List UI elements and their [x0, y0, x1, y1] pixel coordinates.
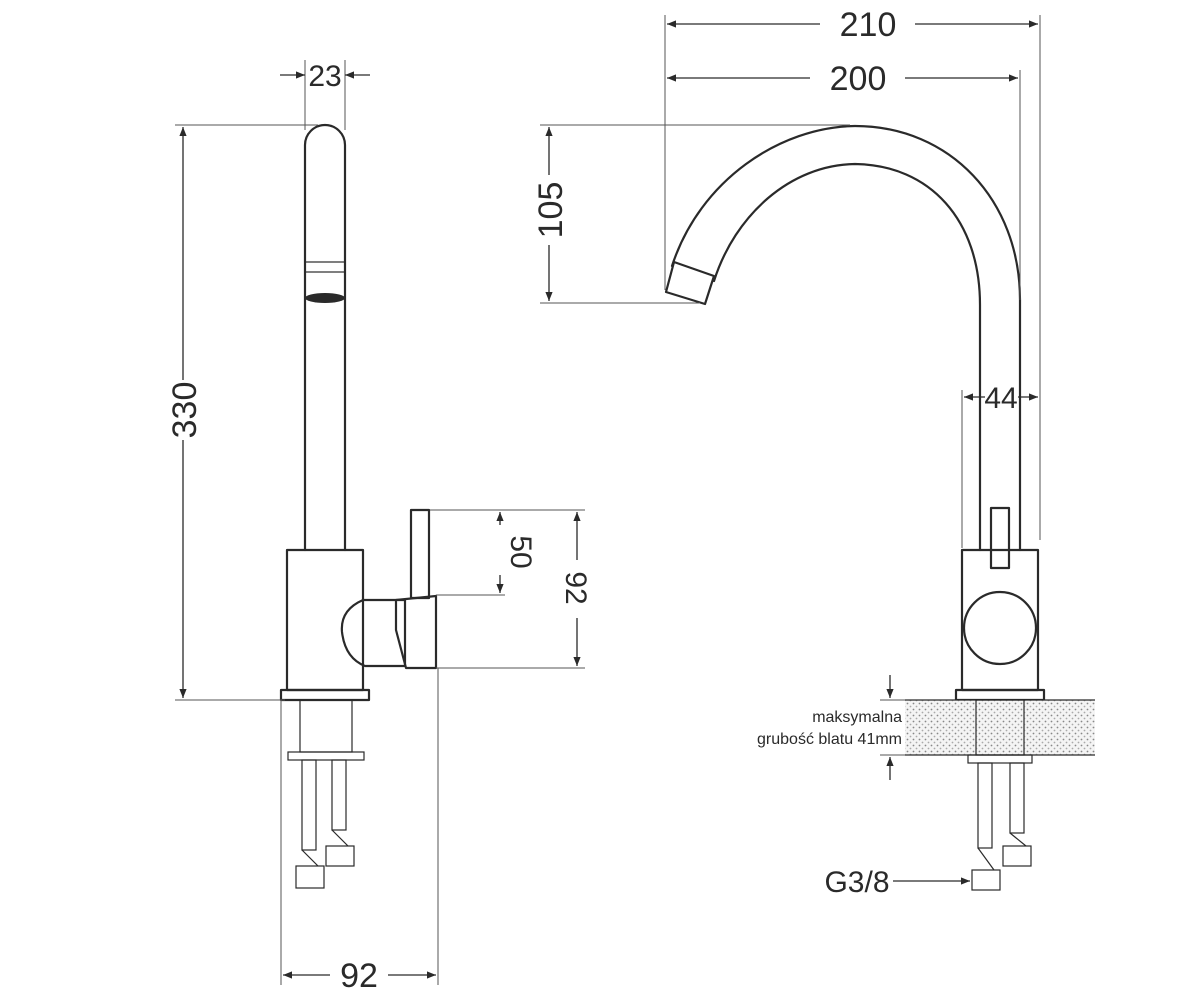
- dim-reach-outer: 210: [840, 6, 897, 44]
- front-base-plate: [954, 688, 1046, 702]
- connection-label: G3/8: [824, 866, 889, 899]
- lever-handle: [409, 508, 431, 600]
- front-body: [960, 548, 1040, 692]
- front-view: [664, 124, 1095, 891]
- side-base-plate: [279, 688, 371, 702]
- lever-hub: [340, 598, 407, 668]
- side-nut: [287, 751, 365, 761]
- dim-left-height: 330: [166, 382, 204, 439]
- side-hose-2: [331, 759, 347, 831]
- aerator-outlet: [305, 293, 345, 303]
- side-body: [285, 548, 365, 692]
- lever-block: [394, 594, 438, 670]
- countertop: [905, 700, 1095, 755]
- front-hose-2: [1009, 762, 1025, 834]
- front-view-dimensions: 210 200 105 44 maksymalna grubość blatu …: [532, 6, 1041, 899]
- dim-spout-drop: 105: [532, 182, 570, 239]
- countertop-note-line1: maksymalna: [812, 709, 902, 726]
- side-view-dimensions: 23 330 50 92 92: [166, 60, 592, 995]
- dim-body-width: 44: [984, 382, 1017, 415]
- dim-lever-height: 50: [504, 535, 537, 568]
- side-view: [279, 123, 438, 889]
- gooseneck-inner: [712, 162, 982, 552]
- side-hose-1: [301, 759, 317, 851]
- front-hose-fitting-1: [971, 869, 1001, 891]
- front-hose-fitting-2: [1002, 845, 1032, 867]
- side-thread: [299, 699, 353, 753]
- front-hose-1: [977, 762, 993, 849]
- dim-lever-total: 92: [559, 571, 592, 604]
- gooseneck-aerator: [664, 260, 716, 306]
- side-hose-fitting-1: [295, 865, 325, 889]
- side-hose-fitting-2: [325, 845, 355, 867]
- aerator-ring: [304, 261, 346, 273]
- front-lever-handle: [989, 506, 1011, 570]
- side-spout-pipe: [303, 123, 347, 552]
- gooseneck-outer: [670, 124, 1022, 552]
- countertop-note-line2: grubość blatu 41mm: [757, 731, 902, 748]
- dim-left-base-width: 92: [340, 957, 378, 995]
- dim-reach-inner: 200: [830, 60, 887, 98]
- front-nut: [967, 754, 1033, 764]
- front-lever-hub: [962, 590, 1038, 666]
- dim-left-spout-diameter: 23: [308, 60, 341, 93]
